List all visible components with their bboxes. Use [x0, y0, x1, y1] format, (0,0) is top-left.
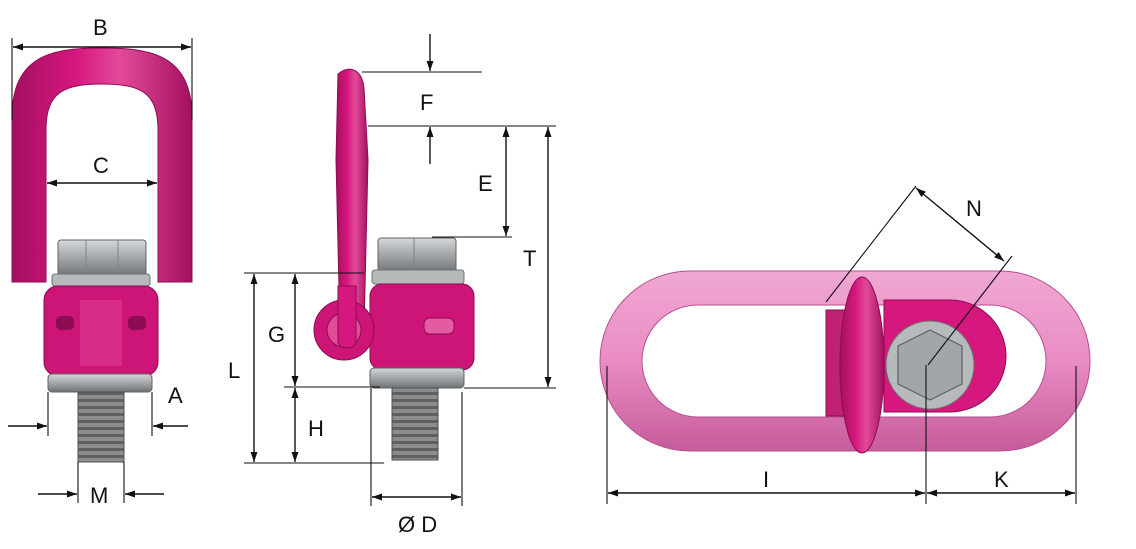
label-t: T: [523, 246, 536, 271]
label-n: N: [966, 196, 982, 221]
label-e: E: [478, 171, 493, 196]
top-link: [599, 270, 1091, 452]
side-thread: [391, 387, 439, 461]
label-k: K: [994, 467, 1009, 492]
label-g: G: [268, 322, 285, 347]
side-hex-nut: [377, 237, 457, 273]
label-d: Ø D: [398, 512, 437, 537]
label-l: L: [228, 358, 240, 383]
front-washer-bottom: [47, 373, 153, 393]
side-washer-bottom: [369, 367, 465, 389]
dim-line-n: [915, 187, 1005, 262]
top-hex-nut: [897, 329, 963, 401]
front-view: B C A M: [8, 15, 193, 508]
label-c: C: [93, 153, 109, 178]
label-b: B: [93, 15, 108, 40]
label-h: H: [308, 416, 324, 441]
label-a: A: [168, 383, 183, 408]
front-washer-top: [51, 273, 151, 287]
front-hex-nut: [57, 239, 147, 277]
side-body: [369, 283, 475, 371]
side-washer-top: [371, 269, 465, 285]
front-thread: [77, 391, 125, 463]
label-i: I: [763, 467, 769, 492]
top-view: N I K: [599, 185, 1091, 504]
label-f: F: [420, 90, 433, 115]
label-m: M: [90, 483, 108, 508]
top-bail: [839, 276, 885, 454]
side-view: F E T G L H Ø D: [228, 34, 556, 537]
